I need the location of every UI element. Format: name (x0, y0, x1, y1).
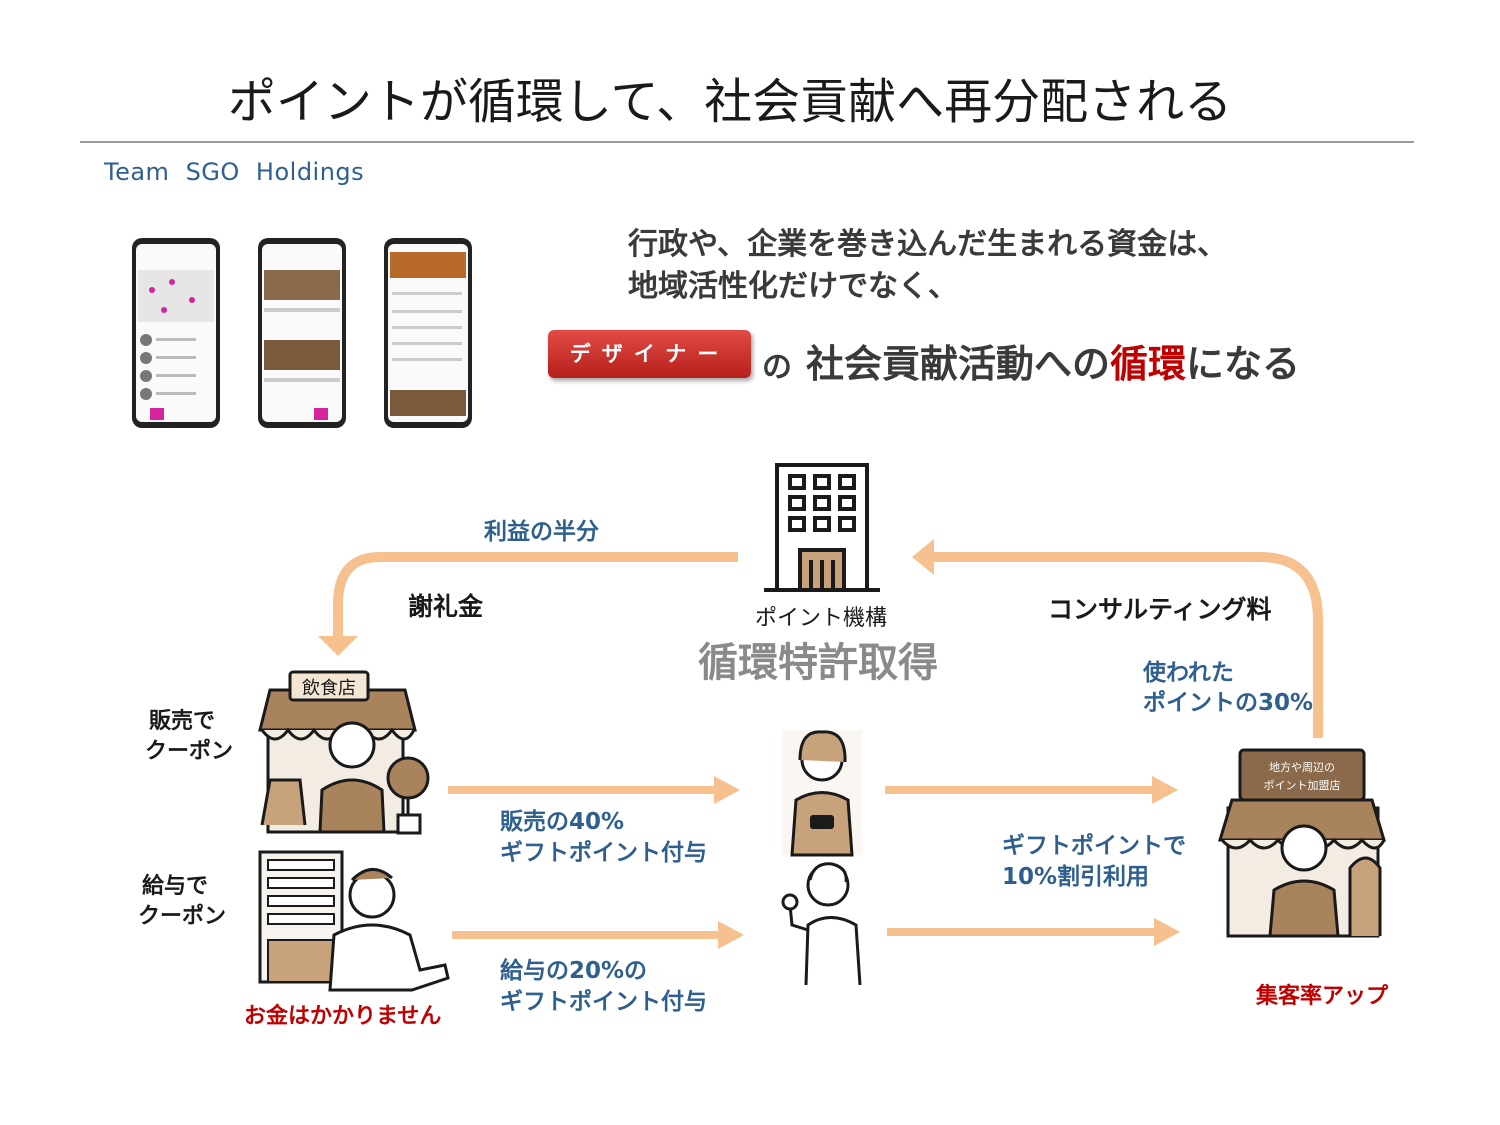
no-cost-label: お金はかかりません (244, 1004, 442, 1029)
arrow-restaurant-to-customer (448, 776, 740, 804)
store-illustration: 地方や周辺の ポイント加盟店 (1217, 748, 1387, 938)
page-title: ポイントが循環して、社会貢献へ再分配される (227, 74, 1233, 130)
headline-line1: 行政や、企業を巻き込んだ生まれる資金は、 (628, 227, 1228, 262)
headline-line2: 地域活性化だけでなく、 (628, 269, 958, 304)
team-label: Team SGO Holdings (104, 158, 365, 186)
arrow-store-to-org (930, 552, 1323, 738)
gift-discount-line1: ギフトポイントで (1002, 833, 1186, 859)
patent-label: 循環特許取得 (698, 640, 938, 686)
company-illustration (258, 850, 450, 992)
sales-coupon-line1: 販売で (149, 709, 216, 734)
headline-part-b: になる (1186, 342, 1301, 386)
building-icon (764, 463, 880, 592)
reward-label: 謝礼金 (408, 592, 484, 621)
arrow-employee-to-store (887, 918, 1180, 946)
salary-gift-line2: ギフトポイント付与 (500, 989, 707, 1015)
sales-coupon-line2: クーポン (145, 739, 234, 764)
headline-part-a: 社会貢献活動への (806, 342, 1111, 386)
salary-coupon-label: 給与で クーポン (138, 872, 226, 932)
phone-map-screen (132, 238, 220, 428)
consulting-fee-label: コンサルティング料 (1048, 595, 1272, 624)
gift-discount-line2: 10%割引利用 (1002, 864, 1150, 890)
restaurant-sign: 飲食店 (302, 678, 356, 699)
store-sign-line1: 地方や周辺の (1269, 760, 1335, 774)
used-points-line1: 使われた (1143, 660, 1234, 686)
app-screenshots (132, 238, 472, 428)
arrow-company-to-employee (452, 921, 744, 949)
title-divider (80, 141, 1414, 143)
arrow-profit-to-restaurant (333, 552, 738, 640)
arrow-head-down (318, 636, 358, 656)
employee-man-illustration (781, 862, 862, 986)
used-points-line2: ポイントの30% (1143, 690, 1314, 716)
profit-half-label: 利益の半分 (484, 519, 599, 545)
salary-coupon-line1: 給与で (142, 874, 209, 899)
sales-gift-label: 販売の40% ギフトポイント付与 (500, 807, 707, 869)
org-label: ポイント機構 (755, 606, 888, 631)
store-sign-line2: ポイント加盟店 (1264, 778, 1341, 792)
arrow-customer-to-store (885, 776, 1178, 804)
used-points-label: 使われた ポイントの30% (1143, 658, 1313, 718)
headline-text: 行政や、企業を巻き込んだ生まれる資金は、 地域活性化だけでなく、 (628, 224, 1227, 308)
phone-detail-screen (384, 238, 472, 428)
restaurant-illustration: 飲食店 (258, 670, 430, 835)
salary-coupon-line2: クーポン (138, 904, 227, 929)
arrow-head-left (912, 539, 934, 575)
salary-gift-label: 給与の20%の ギフトポイント付与 (500, 956, 707, 1018)
sales-gift-line1: 販売の40% (500, 809, 625, 835)
designer-badge: デザイナー (548, 330, 751, 378)
headline-particle: の (762, 350, 792, 385)
gift-discount-label: ギフトポイントで 10%割引利用 (1002, 831, 1186, 893)
sales-gift-line2: ギフトポイント付与 (500, 840, 707, 866)
salary-gift-line1: 給与の20%の (500, 958, 648, 984)
attract-rate-label: 集客率アップ (1256, 984, 1389, 1009)
sales-coupon-label: 販売で クーポン (145, 707, 233, 767)
headline-highlight: 循環 (1110, 342, 1187, 386)
customer-woman-illustration (782, 730, 862, 857)
phone-list-screen (258, 238, 346, 428)
headline-conclusion: の社会貢献活動への循環になる (762, 333, 1300, 388)
